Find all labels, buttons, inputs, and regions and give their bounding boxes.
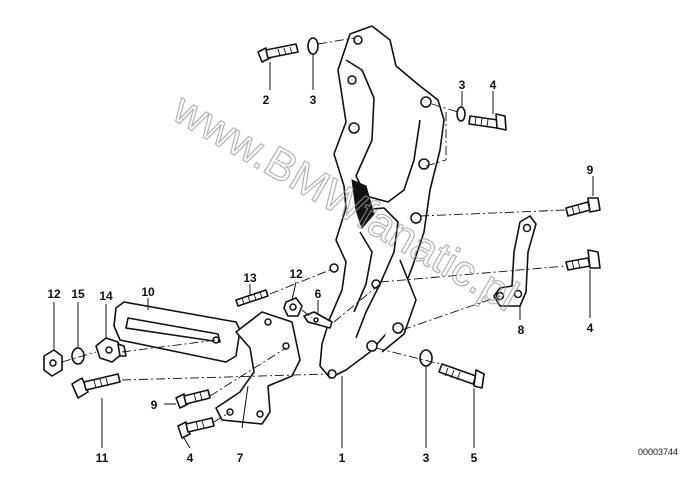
bolt-11: [71, 373, 121, 399]
leader-lines: [53, 54, 594, 449]
bolt-4-top: [468, 113, 507, 131]
callout-4-top: 4: [490, 78, 497, 92]
callout-11: 11: [96, 451, 109, 465]
callout-12-left: 12: [47, 287, 61, 301]
bolt-4-bottom: [177, 417, 215, 439]
callout-6: 6: [315, 287, 322, 301]
callout-3-bottom: 3: [423, 451, 430, 465]
callout-9-left: 9: [151, 398, 158, 412]
callout-14: 14: [99, 289, 113, 303]
callout-3-right: 3: [459, 78, 466, 92]
callout-9-right: 9: [587, 163, 594, 177]
callout-10: 10: [141, 285, 155, 299]
main-bracket: [319, 25, 445, 379]
bracket-8: [493, 215, 537, 307]
callout-3-top: 3: [310, 93, 317, 107]
callout-7: 7: [237, 451, 244, 465]
callout-12-mid: 12: [289, 267, 303, 281]
bolt-4-right: [565, 249, 601, 271]
callout-4-bottom: 4: [187, 451, 194, 465]
bolt-5: [438, 363, 485, 389]
callout-8: 8: [518, 323, 525, 337]
spacer-6: [303, 311, 333, 329]
drawing-number: 00003744: [638, 447, 678, 457]
callout-13: 13: [243, 271, 257, 285]
assembly-axes: [61, 37, 567, 423]
callout-1: 1: [339, 451, 346, 465]
callout-labels: 2 3 3 4 9 4 8 6 12 13 10 12 15 14 9 11 4…: [47, 78, 593, 465]
callout-2: 2: [263, 93, 270, 107]
washer-3-right: [456, 106, 466, 122]
bolt-2: [257, 43, 299, 63]
callout-5: 5: [471, 451, 478, 465]
nut-12-mid: [283, 297, 303, 317]
bolt-9-right: [565, 197, 601, 217]
callout-4-right: 4: [587, 321, 594, 335]
bolt-9-left: [175, 389, 211, 409]
nut-12-left: [43, 349, 63, 377]
adjuster-14: [95, 337, 127, 363]
callout-15: 15: [71, 287, 85, 301]
slotted-strap-10: [113, 301, 241, 363]
washer-3-top: [307, 37, 319, 55]
washer-3-bottom: [419, 349, 433, 367]
stud-13: [235, 289, 269, 307]
